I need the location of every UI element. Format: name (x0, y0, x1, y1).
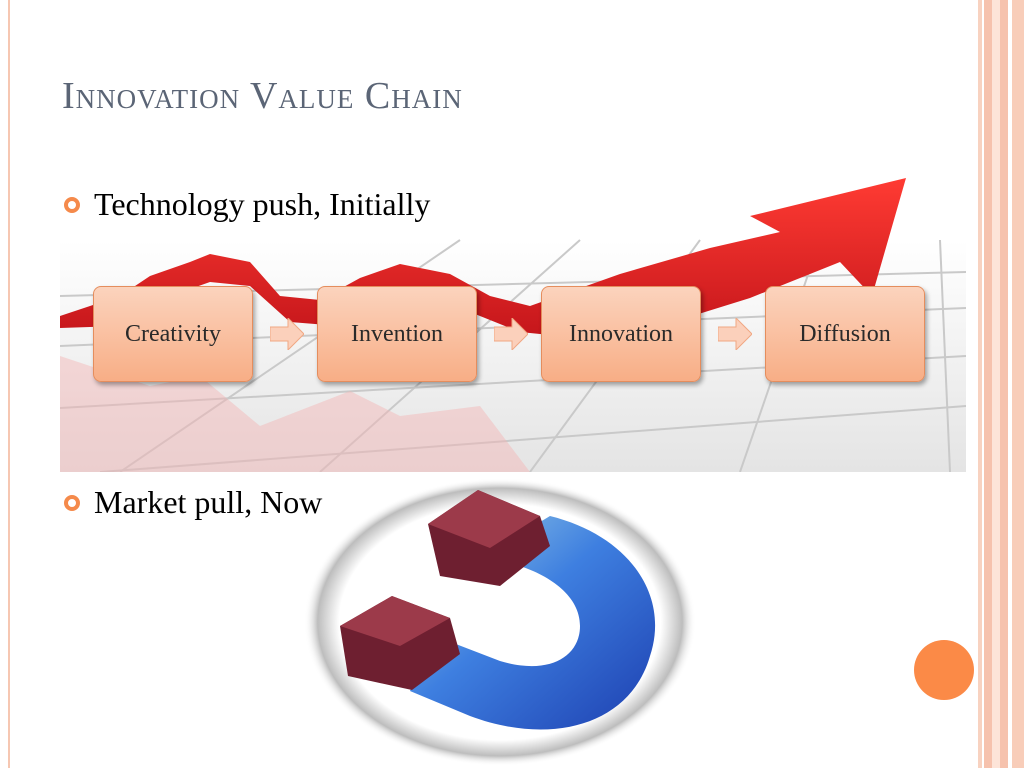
bullet-technology-push: Technology push, Initially (64, 186, 430, 223)
chevron-right-icon (718, 318, 752, 350)
accent-circle (914, 640, 974, 700)
horseshoe-magnet-icon (304, 478, 696, 766)
bullet-dot-icon (64, 196, 80, 213)
slide-title: Innovation Value Chain (62, 75, 463, 117)
bullet-market-pull: Market pull, Now (64, 484, 322, 521)
slide-frame-left (0, 0, 10, 768)
chain-step-diffusion: Diffusion (765, 286, 925, 382)
slide-frame-right (978, 0, 1024, 768)
bullet-text: Technology push, Initially (94, 186, 431, 222)
arrow-reflection (60, 356, 530, 472)
chain-step-invention: Invention (317, 286, 477, 382)
chain-step-creativity: Creativity (93, 286, 253, 382)
chain-step-innovation: Innovation (541, 286, 701, 382)
bullet-text: Market pull, Now (94, 484, 323, 520)
bullet-dot-icon (64, 494, 80, 511)
chevron-right-icon (270, 318, 304, 350)
chevron-right-icon (494, 318, 528, 350)
